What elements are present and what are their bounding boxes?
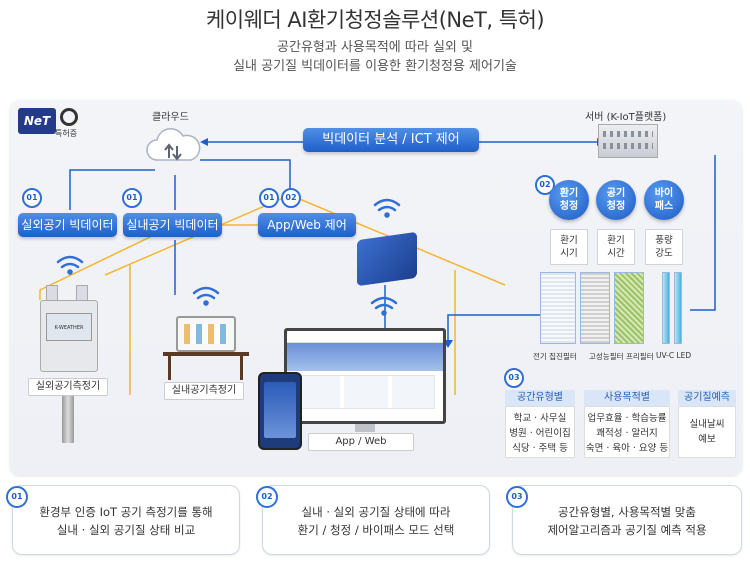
category-line: 쾌적성 · 알러지 [596, 428, 658, 439]
server-label: 서버 (K-IoT플랫폼) [585, 112, 667, 123]
subtitle-line-2: 실내 공기질 빅데이터를 이용한 환기청정용 제어기술 [233, 59, 517, 74]
link-outdoor-cloud [69, 169, 155, 210]
summary-line: 환경부 인증 IoT 공기 측정기를 통해 [39, 505, 213, 519]
app-web-control-node: App/Web 제어 [258, 213, 356, 237]
mode-label: 환기 [559, 188, 579, 199]
mode-label: 청정 [606, 201, 626, 212]
table-leg [168, 356, 171, 380]
step-badge: 01 [6, 486, 28, 508]
mode-label: 공기 [606, 188, 626, 199]
ventilation-unit-icon [357, 231, 417, 287]
house-roof [104, 194, 506, 286]
mode-label: 패스 [654, 201, 674, 212]
sensor-cap [46, 285, 58, 301]
mode-parameter: 환기 시기 [550, 229, 588, 265]
filter-label: 프리필터 [626, 352, 654, 361]
electrostatic-filter [540, 272, 576, 344]
net-logo: NeT [18, 108, 56, 134]
subtitle-line-1: 공간유형과 사용목적에 따라 실외 및 [277, 40, 473, 55]
uvc-led [674, 272, 682, 344]
page-title: 케이웨더 AI환기청정솔루션(NeT, 특허) [205, 8, 545, 32]
server-icon [598, 124, 658, 158]
category-title: 사용목적별 [584, 390, 670, 406]
category-line: 숙면 · 육아 · 요양 등 [585, 443, 669, 454]
indoor-meter-caption: 실내공기측정기 [164, 382, 244, 400]
category-body: 실내날씨 예보 [678, 406, 736, 458]
patent-icon [60, 108, 78, 126]
summary-line: 실내 · 실외 공기질 상태 비교 [56, 523, 196, 537]
summary-line: 실내 · 실외 공기질 상태에 따라 [301, 505, 451, 519]
link-filters-app [447, 314, 540, 340]
category-body: 학교 · 사무실 병원 · 어린이집 식당 · 주택 등 [505, 406, 575, 458]
patent-label: 특허증 [55, 129, 78, 138]
parameter-label: 환기 [607, 235, 625, 246]
step-badge: 02 [281, 188, 301, 208]
page-subtitle: 공간유형과 사용목적에 따라 실외 및 실내 공기질 빅데이터를 이용한 환기청… [0, 38, 750, 76]
step-badge: 03 [506, 486, 528, 508]
table-top [163, 352, 249, 356]
step-badge: 01 [122, 188, 142, 208]
link-server-filters [690, 155, 716, 311]
category-line: 병원 · 어린이집 [509, 428, 571, 439]
category-line: 식당 · 주택 등 [512, 443, 568, 454]
mode-ventilation-clean: 환기 청정 [549, 180, 589, 220]
outdoor-meter-device: K-WEATHER [40, 300, 98, 372]
mode-label: 바이 [654, 188, 674, 199]
outdoor-meter-caption: 실외공기측정기 [28, 378, 108, 396]
cloud-label: 클라우드 [152, 112, 189, 123]
category-line: 업무효율 · 학습능률 [587, 413, 667, 424]
pre-filter [614, 272, 644, 344]
summary-box: 환경부 인증 IoT 공기 측정기를 통해 실내 · 실외 공기질 상태 비교 [12, 485, 240, 555]
outdoor-bigdata-node: 실외공기 빅데이터 [18, 213, 117, 237]
parameter-label: 시간 [607, 248, 625, 259]
category-title: 공기질예측 [678, 390, 736, 406]
category-title: 공간유형별 [505, 390, 575, 406]
step-badge: 01 [259, 188, 279, 208]
hepa-filter [580, 272, 610, 344]
smartphone [258, 372, 302, 450]
uvc-led [662, 272, 670, 344]
meter-pole [62, 395, 74, 443]
cloud-icon [146, 128, 201, 161]
mode-bypass: 바이 패스 [644, 180, 684, 220]
monitor-screen [284, 328, 446, 424]
step-badge: 03 [504, 368, 524, 388]
summary-box: 실내 · 실외 공기질 상태에 따라 환기 / 청정 / 바이패스 모드 선택 [262, 485, 490, 555]
summary-line: 제어알고리즘과 공기질 예측 적용 [547, 523, 707, 537]
table-leg [240, 356, 243, 380]
indoor-meter-device [176, 316, 236, 352]
category-line: 실내날씨 [689, 419, 725, 430]
indoor-bigdata-node: 실내공기 빅데이터 [123, 213, 222, 237]
parameter-label: 환기 [560, 235, 578, 246]
parameter-label: 풍량 [655, 235, 673, 246]
summary-line: 공간유형별, 사용목적별 맞춤 [558, 505, 696, 519]
parameter-label: 강도 [655, 248, 673, 259]
house-outline-left [39, 224, 290, 300]
sensor-cap [76, 285, 88, 301]
filter-label: 전기 집진필터 [533, 352, 577, 361]
step-badge: 01 [22, 188, 42, 208]
mode-parameter: 환기 시간 [597, 229, 635, 265]
filter-label: 고성능필터 [589, 352, 624, 361]
filter-label: UV-C LED [656, 351, 692, 360]
monitor-stand [355, 424, 375, 432]
step-badge: 02 [256, 486, 278, 508]
arrow-to-cloud [200, 138, 208, 146]
mode-parameter: 풍량 강도 [645, 229, 683, 265]
bigdata-banner: 빅데이터 분석 / ICT 제어 [303, 128, 479, 152]
device-screen: K-WEATHER [46, 313, 92, 341]
mode-label: 청정 [559, 201, 579, 212]
category-line: 학교 · 사무실 [513, 413, 567, 424]
parameter-label: 시기 [560, 248, 578, 259]
summary-box: 공간유형별, 사용목적별 맞춤 제어알고리즘과 공기질 예측 적용 [512, 485, 742, 555]
summary-line: 환기 / 청정 / 바이패스 모드 선택 [297, 523, 455, 537]
category-body: 업무효율 · 학습능률 쾌적성 · 알러지 숙면 · 육아 · 요양 등 [584, 406, 670, 458]
category-line: 예보 [698, 434, 716, 445]
mode-air-clean: 공기 청정 [596, 180, 636, 220]
wifi-icon [56, 198, 401, 316]
app-web-caption: App / Web [308, 433, 414, 451]
